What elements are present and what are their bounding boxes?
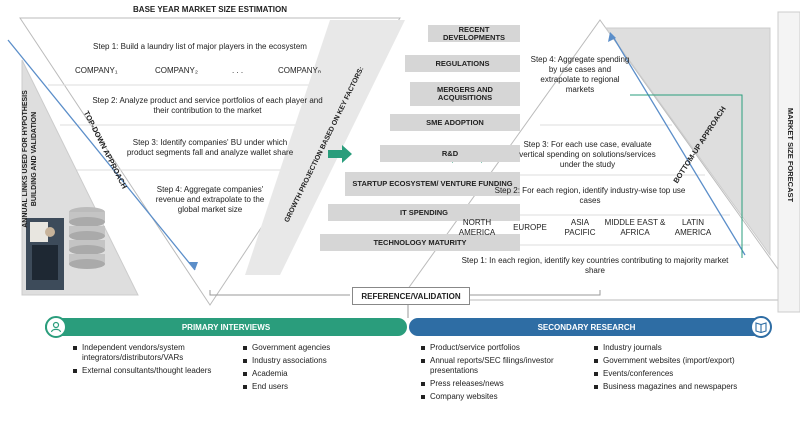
market-forecast-label: MARKET SIZE FORECAST [786, 107, 795, 203]
base-year-title: BASE YEAR MARKET SIZE ESTIMATION [133, 5, 287, 14]
region-latin-america: LATIN AMERICA [674, 218, 712, 237]
database-icon [69, 207, 105, 269]
factor-mergers: MERGERS AND ACQUISITIONS [410, 82, 520, 106]
list-item: Business magazines and newspapers [593, 382, 738, 392]
person-photo [26, 218, 64, 290]
person-icon [45, 316, 67, 338]
factor-it-spending: IT SPENDING [328, 204, 520, 221]
list-item: End users [242, 382, 382, 392]
list-item: Events/conferences [593, 369, 738, 379]
bottom-up-step1: Step 1: In each region, identify key cou… [461, 256, 729, 275]
connector [209, 290, 350, 296]
factor-recent-developments: RECENT DEVELOPMENTS [428, 25, 520, 42]
person-glyph [50, 321, 62, 333]
region-north-america: NORTH AMERICA [458, 218, 496, 237]
primary-list-2: Government agencies Industry association… [242, 343, 382, 395]
list-item: External consultants/thought leaders [72, 366, 222, 376]
bottom-up-step3: Step 3: For each use case, evaluate vert… [519, 140, 656, 169]
list-item: Government websites (import/export) [593, 356, 738, 366]
list-item: Independent vendors/system integrators/d… [72, 343, 222, 363]
factor-sme-adoption: SME ADOPTION [390, 114, 520, 131]
list-item: Academia [242, 369, 382, 379]
secondary-list-1: Product/service portfolios Annual report… [420, 343, 585, 405]
secondary-research-title: SECONDARY RESEARCH [537, 322, 636, 332]
list-item: Product/service portfolios [420, 343, 585, 353]
list-item: Industry associations [242, 356, 382, 366]
list-item: Annual reports/SEC filings/investor pres… [420, 356, 585, 376]
secondary-list-2: Industry journals Government websites (i… [593, 343, 738, 395]
factor-tech-maturity: TECHNOLOGY MATURITY [320, 234, 520, 251]
book-glyph [755, 322, 767, 333]
region-europe: EUROPE [513, 223, 547, 232]
region-mea: MIDDLE EAST & AFRICA [604, 218, 666, 237]
top-down-step4: Step 4: Aggregate companies' revenue and… [155, 185, 265, 214]
list-item: Industry journals [593, 343, 738, 353]
company-1: COMPANY₁ [75, 66, 118, 75]
factor-regulations: REGULATIONS [405, 55, 520, 72]
bottom-up-arrow [611, 34, 746, 256]
company-2: COMPANY₂ [155, 66, 198, 75]
bottom-up-step4: Step 4: Aggregate spending by use cases … [530, 55, 630, 94]
top-down-arrow [7, 39, 196, 271]
primary-interviews-title: PRIMARY INTERVIEWS [181, 322, 271, 332]
top-down-step3: Step 3: Identify companies' BU under whi… [126, 138, 294, 157]
secondary-research-header: SECONDARY RESEARCH [409, 318, 764, 336]
list-item: Company websites [420, 392, 585, 402]
arrow-head [188, 262, 198, 270]
factor-list: RECENT DEVELOPMENTS REGULATIONS MERGERS … [0, 0, 520, 260]
green-arrow-right [328, 145, 352, 163]
forecast-bar [777, 11, 800, 313]
reference-validation-box: REFERENCE/VALIDATION [352, 287, 470, 305]
company-ellipsis: . . . [232, 66, 244, 75]
bottom-up-step2: Step 2: For each region, identify indust… [494, 186, 686, 205]
bottom-up-wedge [605, 27, 771, 257]
region-asia-pacific: ASIA PACIFIC [564, 218, 596, 237]
book-icon [750, 316, 772, 338]
company-n: COMPANYₙ [278, 66, 322, 75]
growth-band [245, 20, 405, 275]
primary-list-1: Independent vendors/system integrators/d… [72, 343, 222, 379]
factor-rnd: R&D [380, 145, 520, 162]
list-item: Government agencies [242, 343, 382, 353]
primary-interviews-header: PRIMARY INTERVIEWS [45, 318, 407, 336]
arrow-head [608, 32, 616, 42]
top-down-step2: Step 2: Analyze product and service port… [92, 96, 323, 115]
top-down-step1: Step 1: Build a laundry list of major pl… [93, 42, 307, 51]
connector [470, 290, 601, 296]
list-item: Press releases/news [420, 379, 585, 389]
factor-startup: STARTUP ECOSYSTEM/ VENTURE FUNDING [345, 172, 520, 196]
connector [630, 94, 743, 258]
